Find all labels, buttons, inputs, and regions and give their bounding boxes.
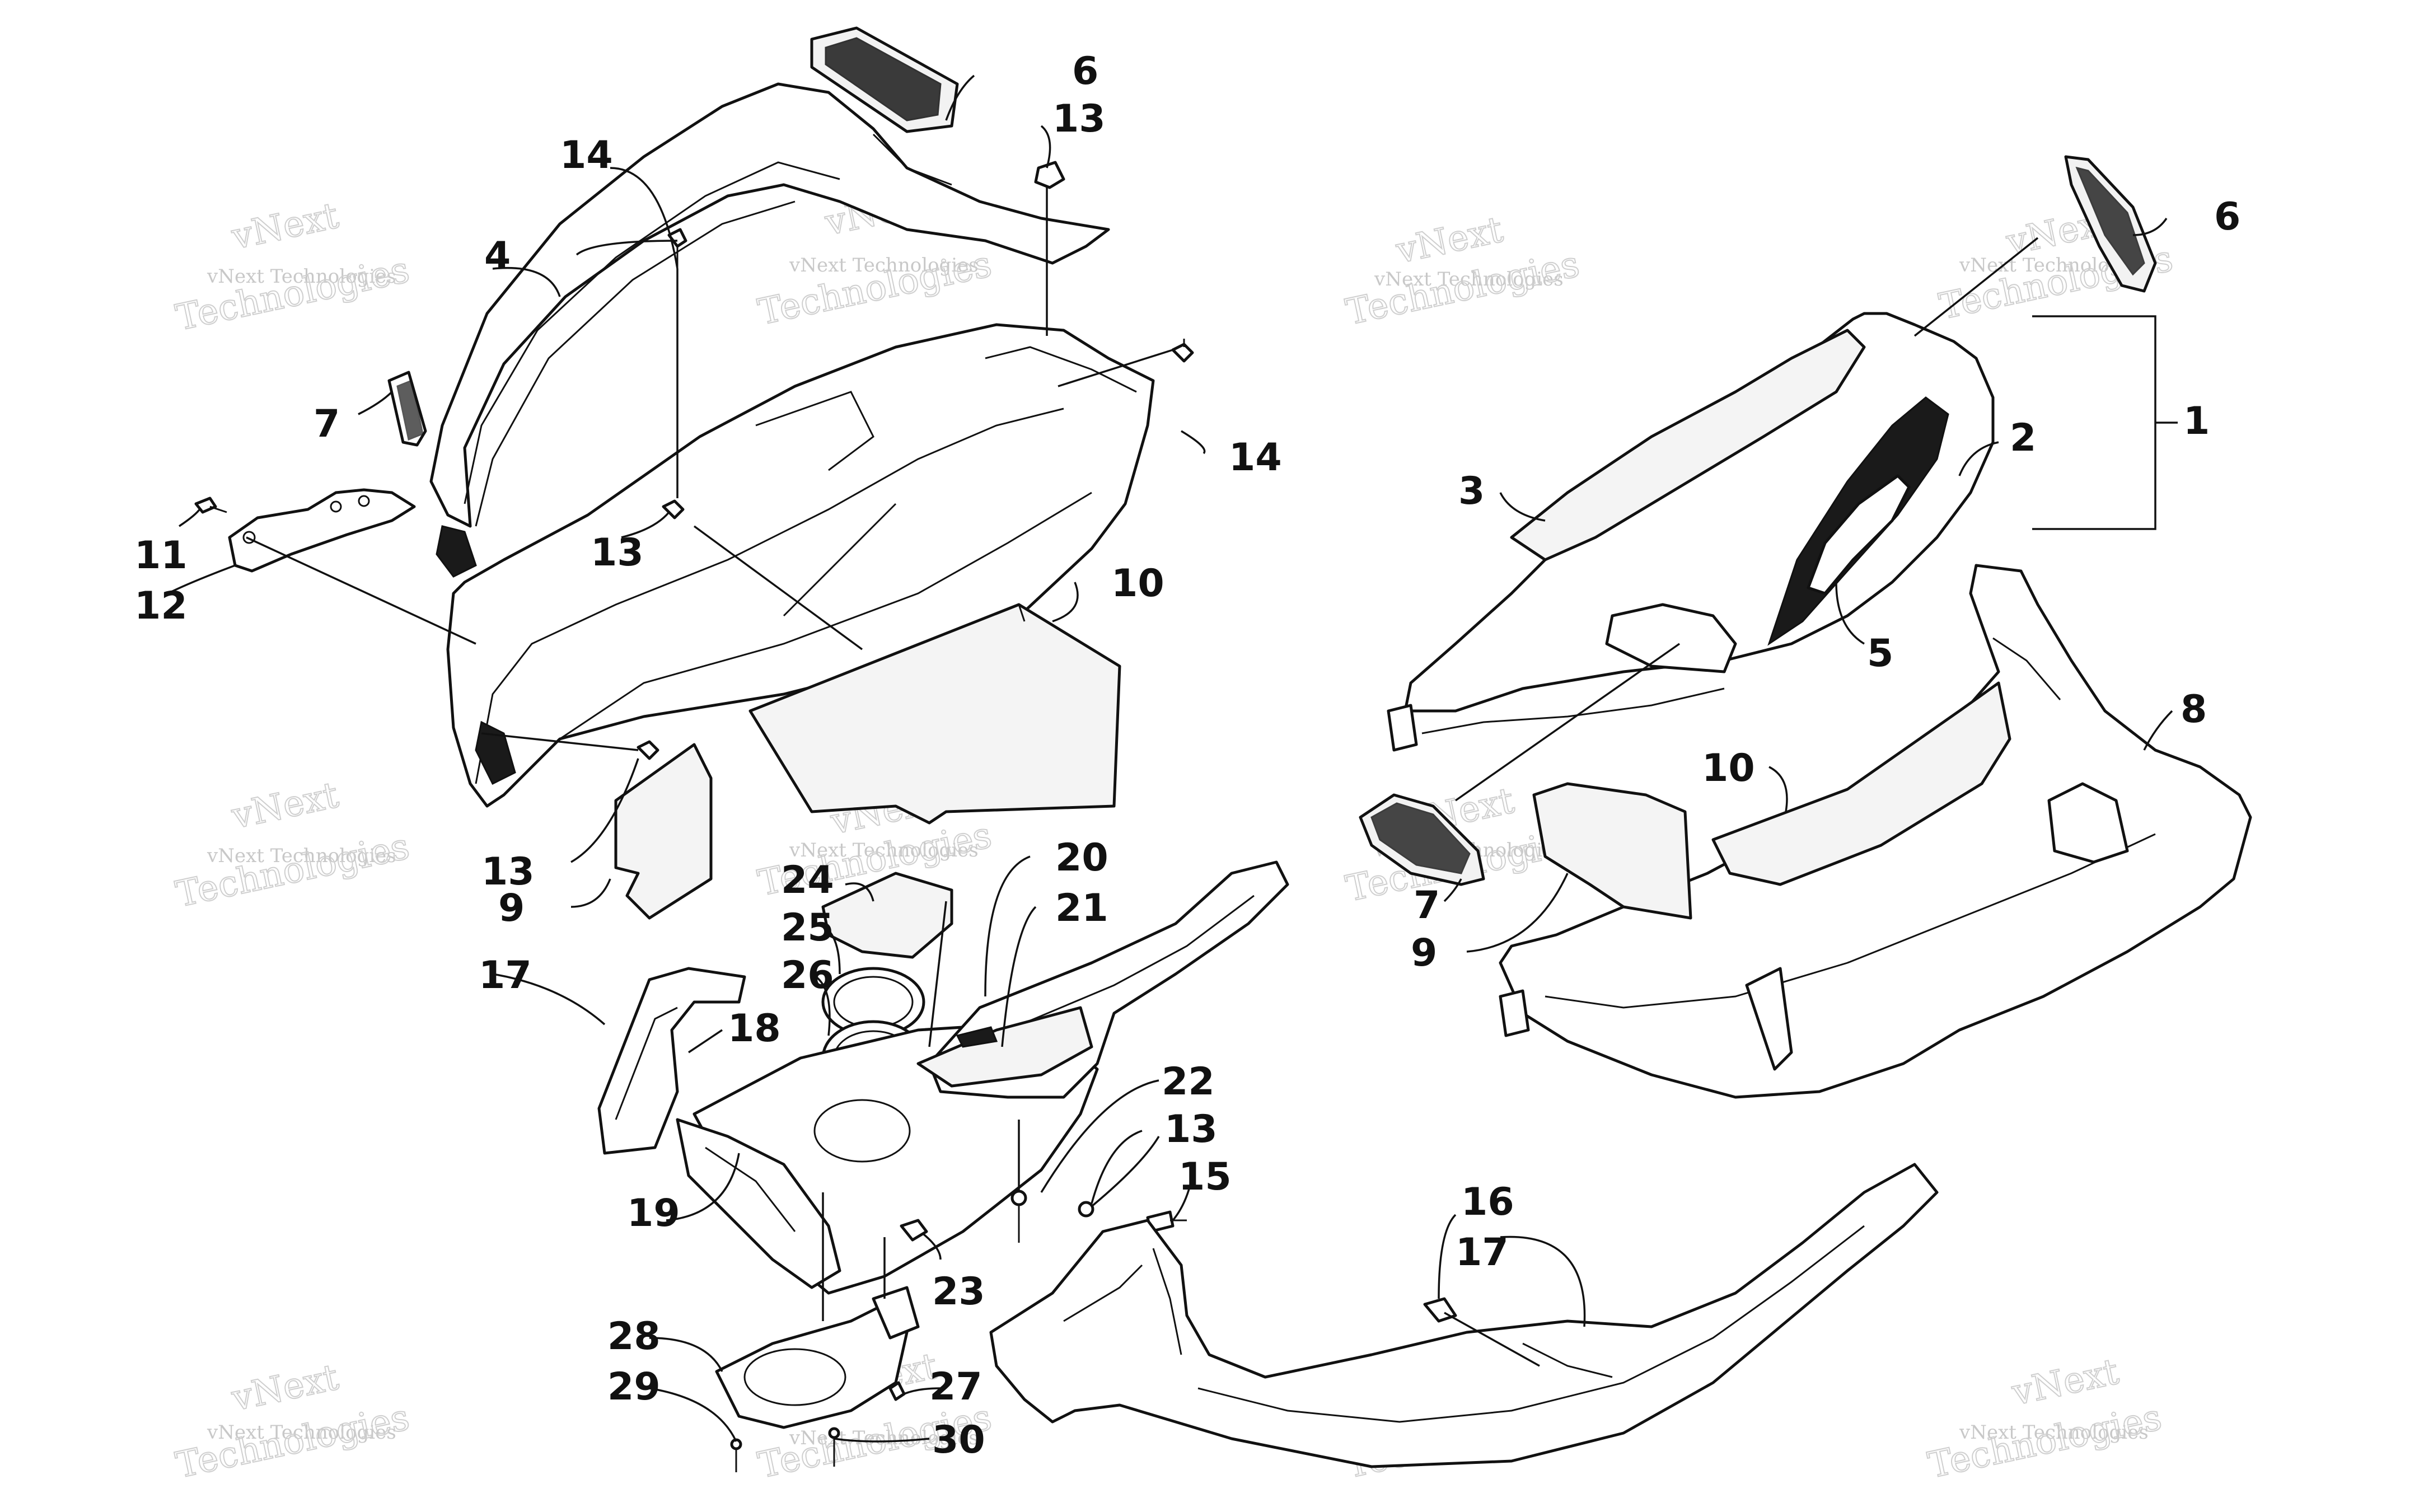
watermark-text: vNext (228, 195, 342, 258)
bracket-group-1 (2032, 315, 2178, 530)
part-vent-grille-top-right (2064, 155, 2157, 293)
callout-28: 28 (607, 1314, 661, 1359)
part-fastener-30 (828, 1427, 840, 1467)
part-upper-hood-panel (429, 82, 1110, 578)
watermark-middle-left: vNext vNext Technologies Technologies (172, 774, 414, 916)
part-foam-pad-left (748, 603, 1121, 825)
watermark-text: vNext Technologies (1374, 268, 1564, 291)
callout-13-mid: 13 (591, 531, 644, 575)
part-fastener-13-mid (662, 499, 685, 519)
part-side-vent-small-left (387, 371, 427, 447)
watermark-text: vNext Technologies (789, 254, 979, 277)
callout-13-top: 13 (1052, 97, 1106, 141)
callout-2: 2 (2010, 416, 2036, 460)
callout-labels: 1 2 3 4 5 6 6 7 7 8 9 9 10 10 11 12 13 1… (134, 49, 2240, 1462)
watermark-bottom-left: vNext vNext Technologies Technologies (172, 1356, 414, 1487)
watermark-text: Technologies (172, 1397, 413, 1486)
callout-3: 3 (1458, 469, 1485, 513)
callout-7-left: 7 (314, 402, 340, 446)
callout-30: 30 (932, 1418, 985, 1462)
watermark-text: Technologies (1925, 1397, 2165, 1486)
watermark-top-right-1: vNext vNext Technologies Technologies (1342, 208, 1584, 334)
callout-6-left: 6 (1072, 49, 1098, 93)
watermark-top-left: vNext vNext Technologies Technologies (172, 194, 414, 339)
watermark-text: vNext (2008, 1351, 2122, 1414)
callout-17-right: 17 (1456, 1230, 1509, 1275)
part-clip-16 (1423, 1297, 1457, 1323)
callout-22: 22 (1162, 1060, 1215, 1104)
watermark-bottom-right-2: vNext vNext Technologies Technologies (1924, 1350, 2166, 1487)
watermark-text: Technologies (172, 826, 413, 915)
part-vent-grille-top-left (810, 26, 959, 133)
part-side-vent-right (1359, 793, 1485, 886)
part-foam-block-left (614, 743, 713, 920)
part-bolt-11 (194, 497, 227, 514)
part-plate-21 (916, 1006, 1093, 1088)
watermark-text: vNext Technologies (207, 845, 396, 867)
callout-12: 12 (134, 584, 188, 628)
leader-lines (167, 74, 2173, 1443)
callout-23: 23 (932, 1270, 985, 1314)
callout-24: 24 (781, 858, 834, 902)
callout-9-right: 9 (1411, 931, 1437, 975)
part-side-baffle-17 (597, 967, 746, 1155)
callout-6-right: 6 (2214, 195, 2240, 239)
callout-16: 16 (1461, 1180, 1514, 1224)
part-cone-plate-28 (715, 1286, 920, 1429)
callout-10-right: 10 (1702, 746, 1755, 790)
callout-18: 18 (728, 1007, 781, 1051)
callout-8: 8 (2181, 687, 2207, 732)
watermark-text: vNext (228, 1356, 342, 1420)
watermark-text: vNext Technologies (789, 839, 979, 862)
callout-15: 15 (1178, 1155, 1232, 1199)
part-fastener-13-bottom (1078, 1201, 1094, 1218)
part-fastener-23 (900, 1219, 928, 1242)
part-fastener-14-right (1171, 339, 1194, 363)
callout-13-bottom: 13 (1164, 1107, 1218, 1151)
callout-9-left: 9 (498, 886, 525, 930)
callout-11: 11 (134, 533, 188, 578)
callout-17-left: 17 (479, 953, 532, 998)
callout-4: 4 (484, 234, 511, 278)
callout-13-lower: 13 (481, 850, 535, 894)
callout-14-top: 14 (560, 133, 613, 177)
part-fastener-13-top (1034, 161, 1065, 189)
part-foam-pad-right (1711, 681, 2011, 886)
watermark-text: vNext Technologies (1959, 1421, 2149, 1444)
part-bracket (228, 488, 416, 573)
callout-10-left: 10 (1111, 561, 1164, 606)
callout-26: 26 (781, 953, 834, 998)
callout-1: 1 (2183, 399, 2210, 443)
part-hood-shell (446, 323, 1155, 808)
watermark-text: Technologies (172, 249, 413, 339)
callout-14-right: 14 (1229, 436, 1282, 480)
callout-27: 27 (929, 1365, 982, 1409)
part-upper-hood-right (1387, 312, 1995, 752)
part-fastener-29 (730, 1438, 742, 1472)
watermark-text: vNext Technologies (207, 265, 396, 288)
part-duct-19 (676, 1118, 841, 1289)
callout-21: 21 (1055, 886, 1108, 930)
part-belly-pan (989, 1163, 1939, 1468)
part-fastener-13-lower (637, 740, 659, 760)
watermark-text: vNext Technologies (207, 1421, 396, 1444)
watermark-text: vNext (228, 774, 342, 837)
part-foam-block-right (1532, 782, 1692, 920)
callout-29: 29 (607, 1365, 661, 1409)
callout-25: 25 (781, 906, 834, 950)
callout-5: 5 (1867, 631, 1893, 676)
callout-7-right: 7 (1414, 883, 1440, 928)
watermark-text: vNext Technologies (789, 1427, 979, 1449)
callout-20: 20 (1055, 836, 1108, 880)
part-fastener-22 (1010, 1190, 1027, 1243)
callout-19: 19 (627, 1191, 680, 1235)
